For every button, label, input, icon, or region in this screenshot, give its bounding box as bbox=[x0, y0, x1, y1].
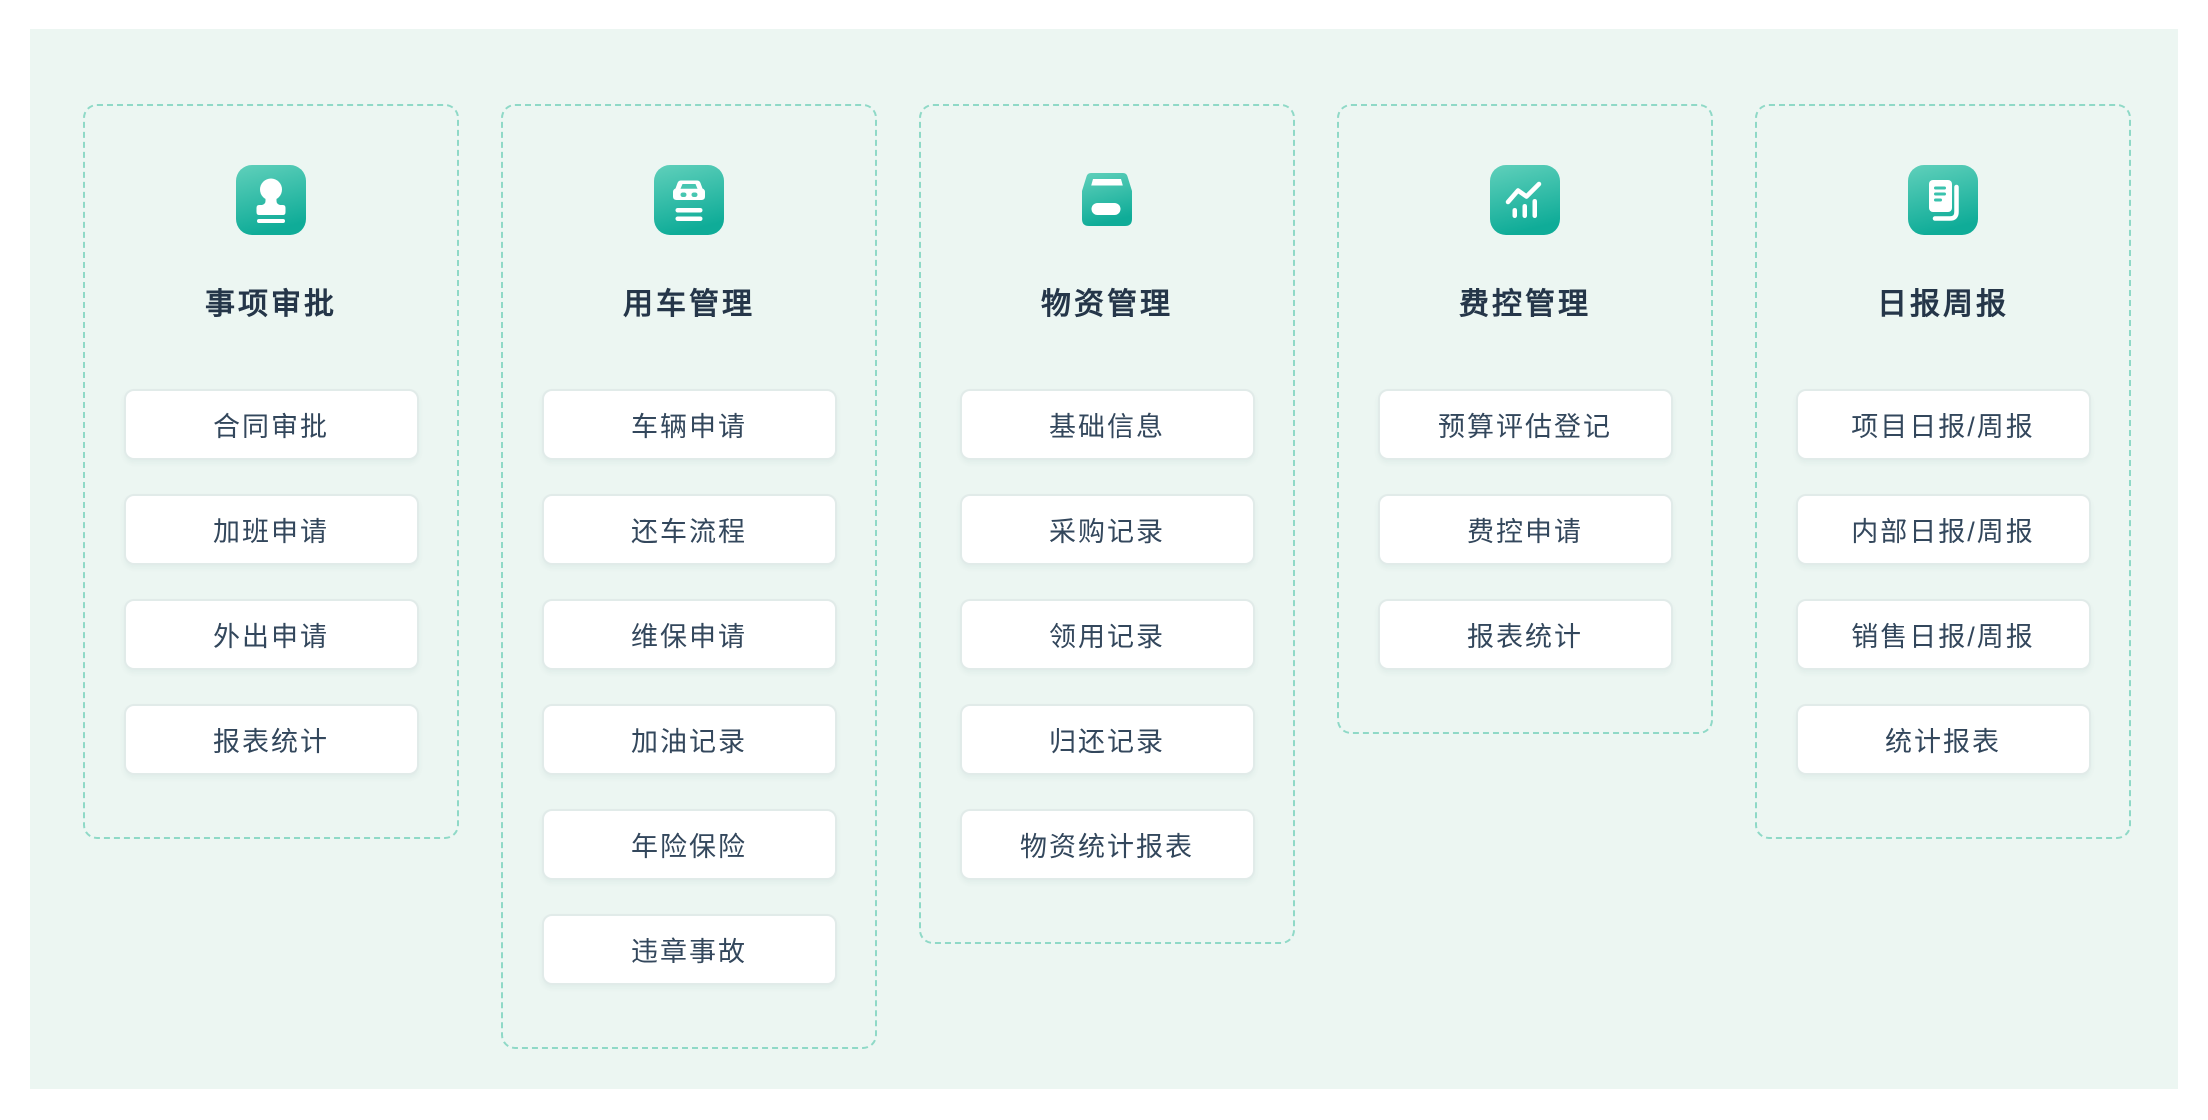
module-title: 用车管理 bbox=[623, 288, 755, 321]
module-item-button-cost-control-0[interactable]: 预算评估登记 bbox=[1377, 389, 1673, 460]
module-item-button-cost-control-1[interactable]: 费控申请 bbox=[1377, 494, 1673, 565]
module-card-materials: 物资管理 基础信息采购记录领用记录归还记录物资统计报表 bbox=[919, 104, 1295, 944]
module-item-list: 预算评估登记费控申请报表统计 bbox=[1339, 389, 1711, 670]
module-item-list: 项目日报/周报内部日报/周报销售日报/周报统计报表 bbox=[1757, 389, 2129, 775]
module-item-button-approval-1[interactable]: 加班申请 bbox=[123, 494, 419, 565]
car-icon bbox=[654, 165, 724, 235]
module-icon-wrap bbox=[1490, 165, 1560, 235]
module-card-cost-control: 费控管理 预算评估登记费控申请报表统计 bbox=[1337, 104, 1713, 734]
module-title: 物资管理 bbox=[1041, 288, 1173, 321]
module-card-approval: 事项审批 合同审批加班申请外出申请报表统计 bbox=[83, 104, 459, 839]
module-item-button-materials-4[interactable]: 物资统计报表 bbox=[959, 809, 1255, 880]
module-item-button-vehicle-5[interactable]: 违章事故 bbox=[541, 914, 837, 985]
report-doc-icon bbox=[1908, 165, 1978, 235]
module-item-button-approval-3[interactable]: 报表统计 bbox=[123, 704, 419, 775]
chart-icon bbox=[1490, 165, 1560, 235]
modules-row: 事项审批 合同审批加班申请外出申请报表统计 用车管理 车辆申请还车流程维保申请加… bbox=[83, 104, 2131, 1049]
module-item-list: 车辆申请还车流程维保申请加油记录年险保险违章事故 bbox=[503, 389, 875, 985]
module-item-list: 基础信息采购记录领用记录归还记录物资统计报表 bbox=[921, 389, 1293, 880]
module-card-reports: 日报周报 项目日报/周报内部日报/周报销售日报/周报统计报表 bbox=[1755, 104, 2131, 839]
module-item-button-approval-2[interactable]: 外出申请 bbox=[123, 599, 419, 670]
module-item-button-cost-control-2[interactable]: 报表统计 bbox=[1377, 599, 1673, 670]
module-item-button-reports-1[interactable]: 内部日报/周报 bbox=[1795, 494, 2091, 565]
module-item-button-vehicle-1[interactable]: 还车流程 bbox=[541, 494, 837, 565]
module-card-vehicle: 用车管理 车辆申请还车流程维保申请加油记录年险保险违章事故 bbox=[501, 104, 877, 1049]
module-icon-wrap bbox=[236, 165, 306, 235]
module-item-button-reports-0[interactable]: 项目日报/周报 bbox=[1795, 389, 2091, 460]
module-item-button-reports-2[interactable]: 销售日报/周报 bbox=[1795, 599, 2091, 670]
module-item-list: 合同审批加班申请外出申请报表统计 bbox=[85, 389, 457, 775]
module-item-button-reports-3[interactable]: 统计报表 bbox=[1795, 704, 2091, 775]
module-title: 日报周报 bbox=[1877, 288, 2009, 321]
module-item-button-approval-0[interactable]: 合同审批 bbox=[123, 389, 419, 460]
module-icon-wrap bbox=[654, 165, 724, 235]
module-item-button-vehicle-0[interactable]: 车辆申请 bbox=[541, 389, 837, 460]
stamp-icon bbox=[236, 165, 306, 235]
module-item-button-vehicle-2[interactable]: 维保申请 bbox=[541, 599, 837, 670]
module-item-button-vehicle-3[interactable]: 加油记录 bbox=[541, 704, 837, 775]
module-item-button-materials-3[interactable]: 归还记录 bbox=[959, 704, 1255, 775]
modules-panel: 事项审批 合同审批加班申请外出申请报表统计 用车管理 车辆申请还车流程维保申请加… bbox=[30, 29, 2178, 1089]
module-item-button-materials-2[interactable]: 领用记录 bbox=[959, 599, 1255, 670]
storage-box-icon bbox=[1082, 173, 1132, 226]
module-item-button-materials-0[interactable]: 基础信息 bbox=[959, 389, 1255, 460]
module-title: 事项审批 bbox=[205, 288, 337, 321]
module-icon-wrap bbox=[1072, 165, 1142, 235]
module-item-button-materials-1[interactable]: 采购记录 bbox=[959, 494, 1255, 565]
module-title: 费控管理 bbox=[1459, 288, 1591, 321]
module-item-button-vehicle-4[interactable]: 年险保险 bbox=[541, 809, 837, 880]
module-icon-wrap bbox=[1908, 165, 1978, 235]
